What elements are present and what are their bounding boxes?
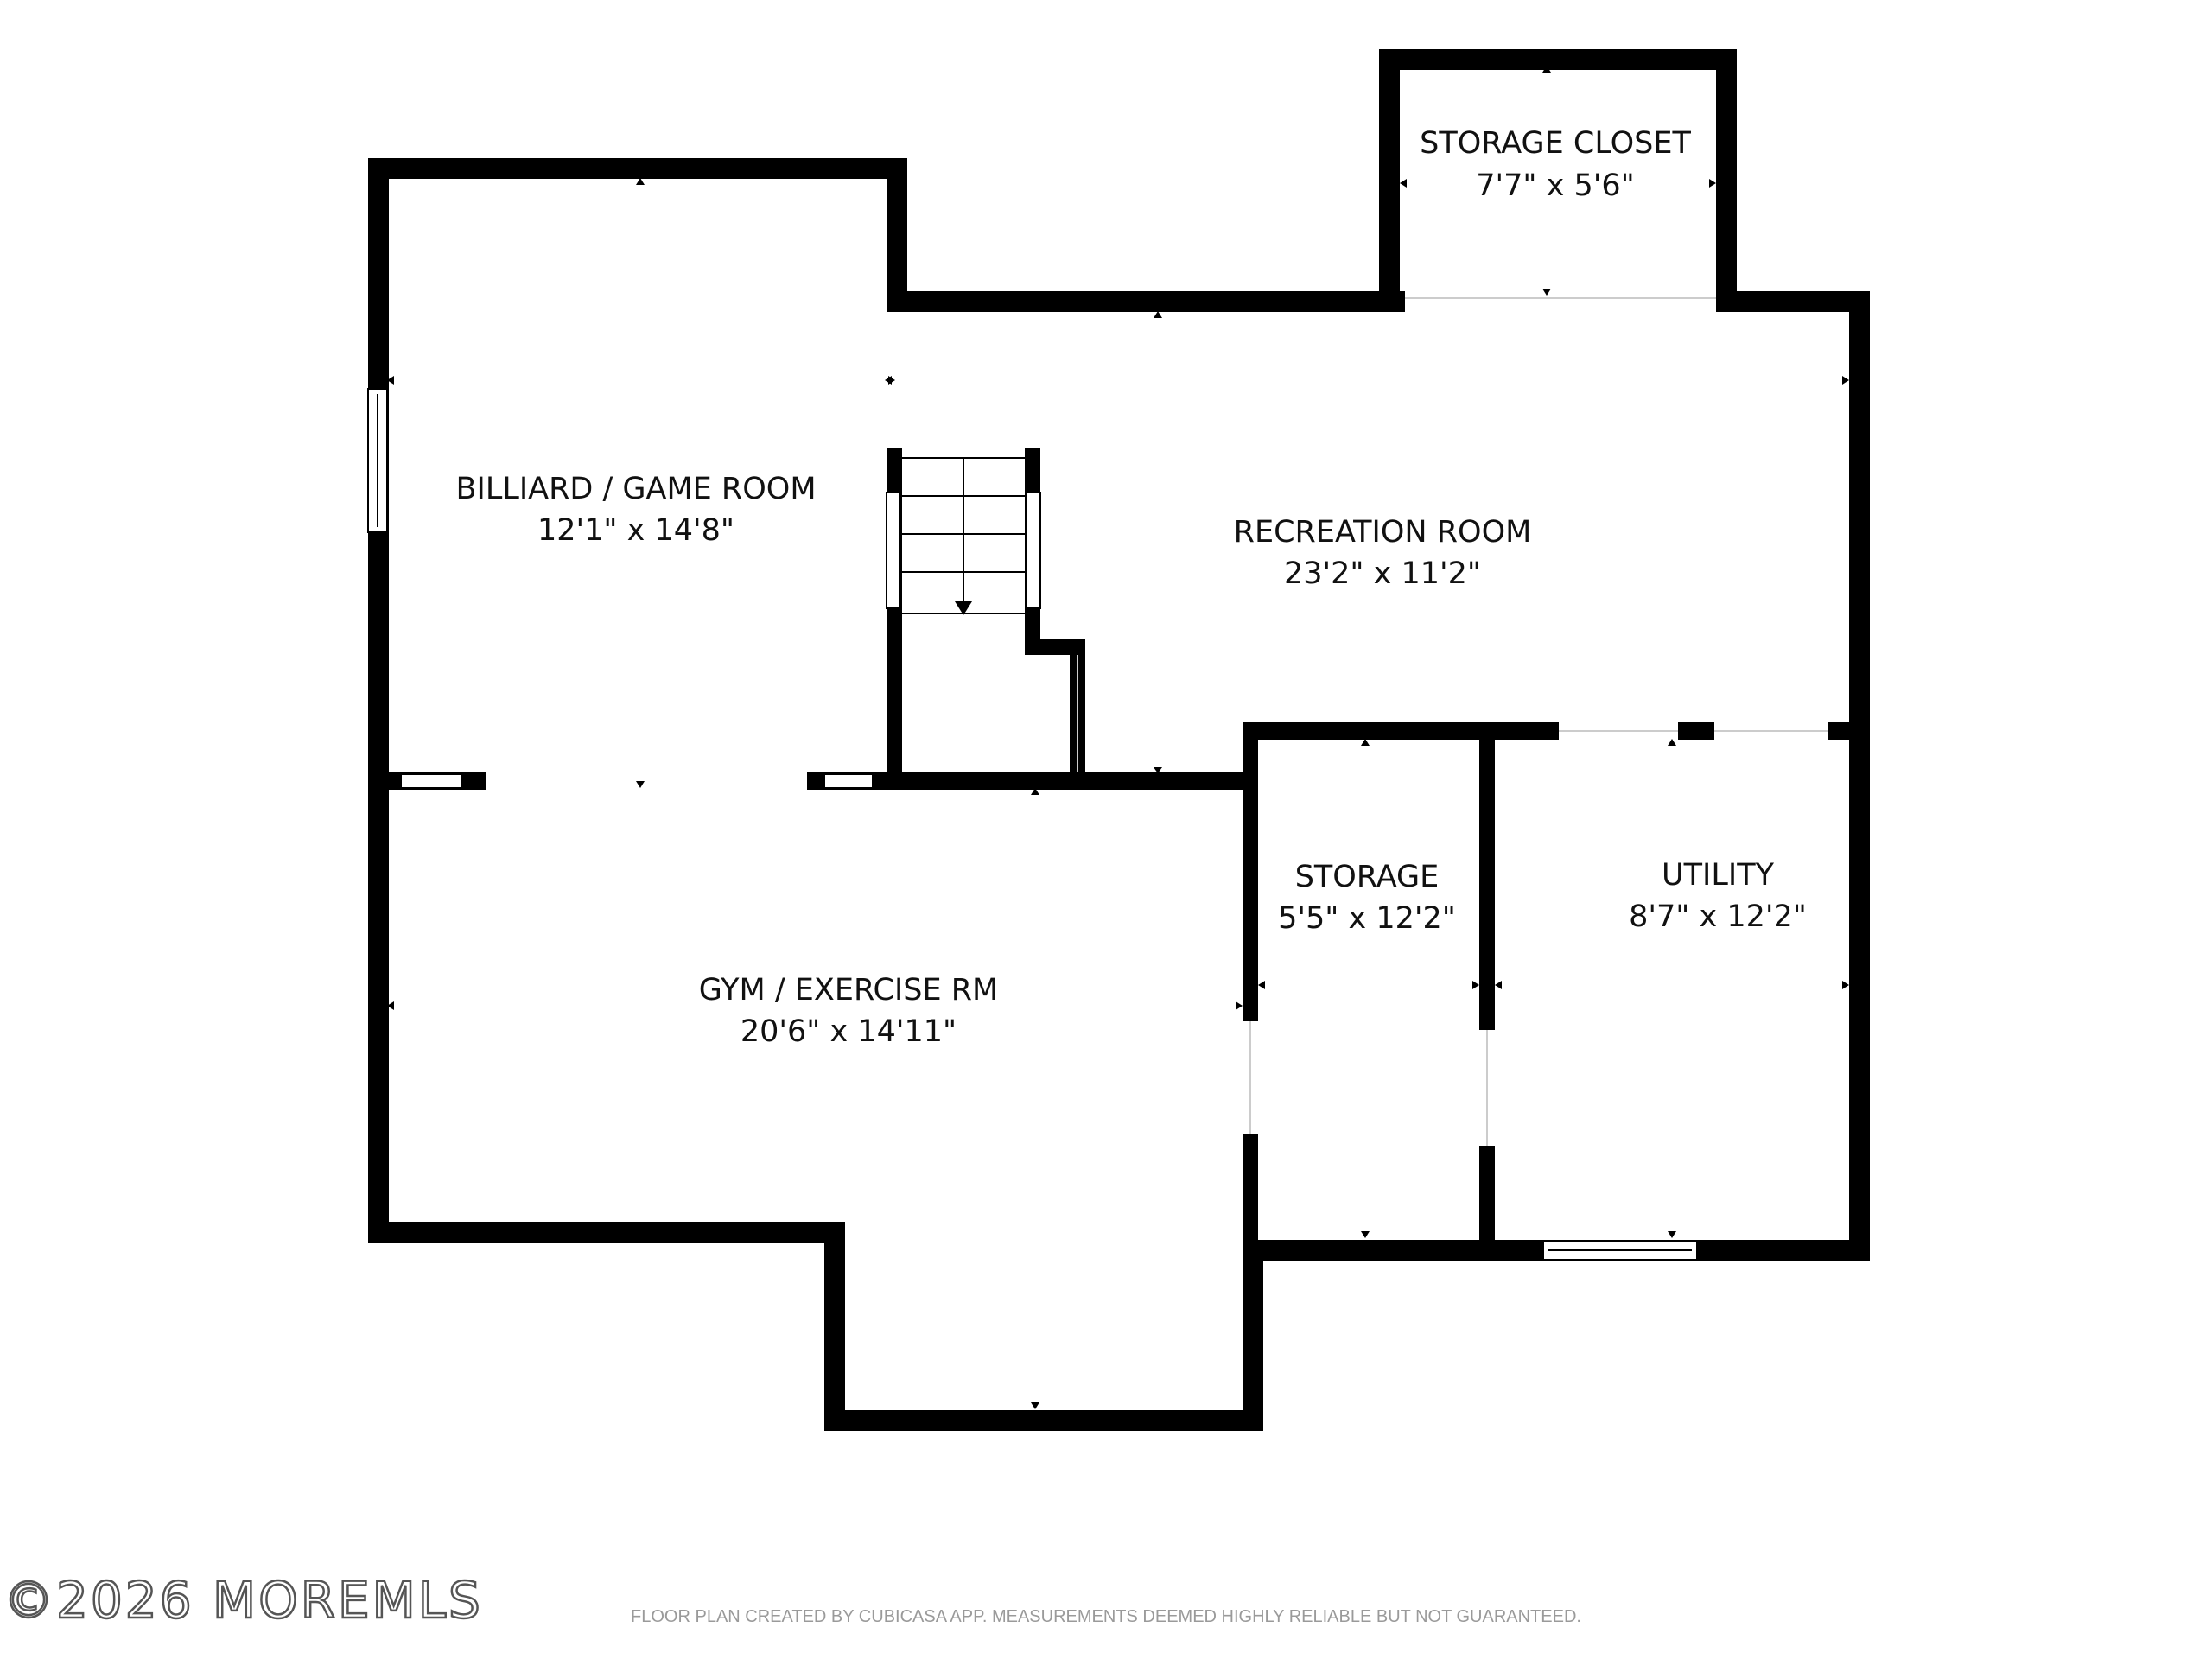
recreation-room-size: 23'2" x 11'2" [1284,556,1481,591]
watermark: ©2026 MOREMLS [3,1570,483,1631]
billiard-room-size: 12'1" x 14'8" [537,513,734,548]
windows [367,388,1698,1261]
outer-walls [368,49,1870,1431]
recreation-room-name: RECREATION ROOM [1234,515,1532,550]
interior-walls [368,448,1870,1261]
storage-room-size: 5'5" x 12'2" [1278,901,1456,936]
utility-room-name: UTILITY [1662,858,1775,893]
gym-room-size: 20'6" x 14'11" [741,1014,957,1049]
stair-arrow-icon [955,601,972,615]
staircase [886,457,1041,615]
room-labels: STORAGE CLOSET 7'7" x 5'6" BILLIARD / GA… [455,126,1806,1049]
storage-closet-name: STORAGE CLOSET [1420,126,1691,161]
utility-room-size: 8'7" x 12'2" [1629,899,1807,934]
gym-room-name: GYM / EXERCISE RM [699,973,999,1007]
openings [1077,297,1828,1146]
storage-closet-size: 7'7" x 5'6" [1476,168,1634,203]
storage-room-name: STORAGE [1295,860,1440,894]
measurement-ticks [387,66,1849,1409]
billiard-room-name: BILLIARD / GAME ROOM [455,472,816,506]
footer-disclaimer: FLOOR PLAN CREATED BY CUBICASA APP. MEAS… [631,1607,1581,1626]
